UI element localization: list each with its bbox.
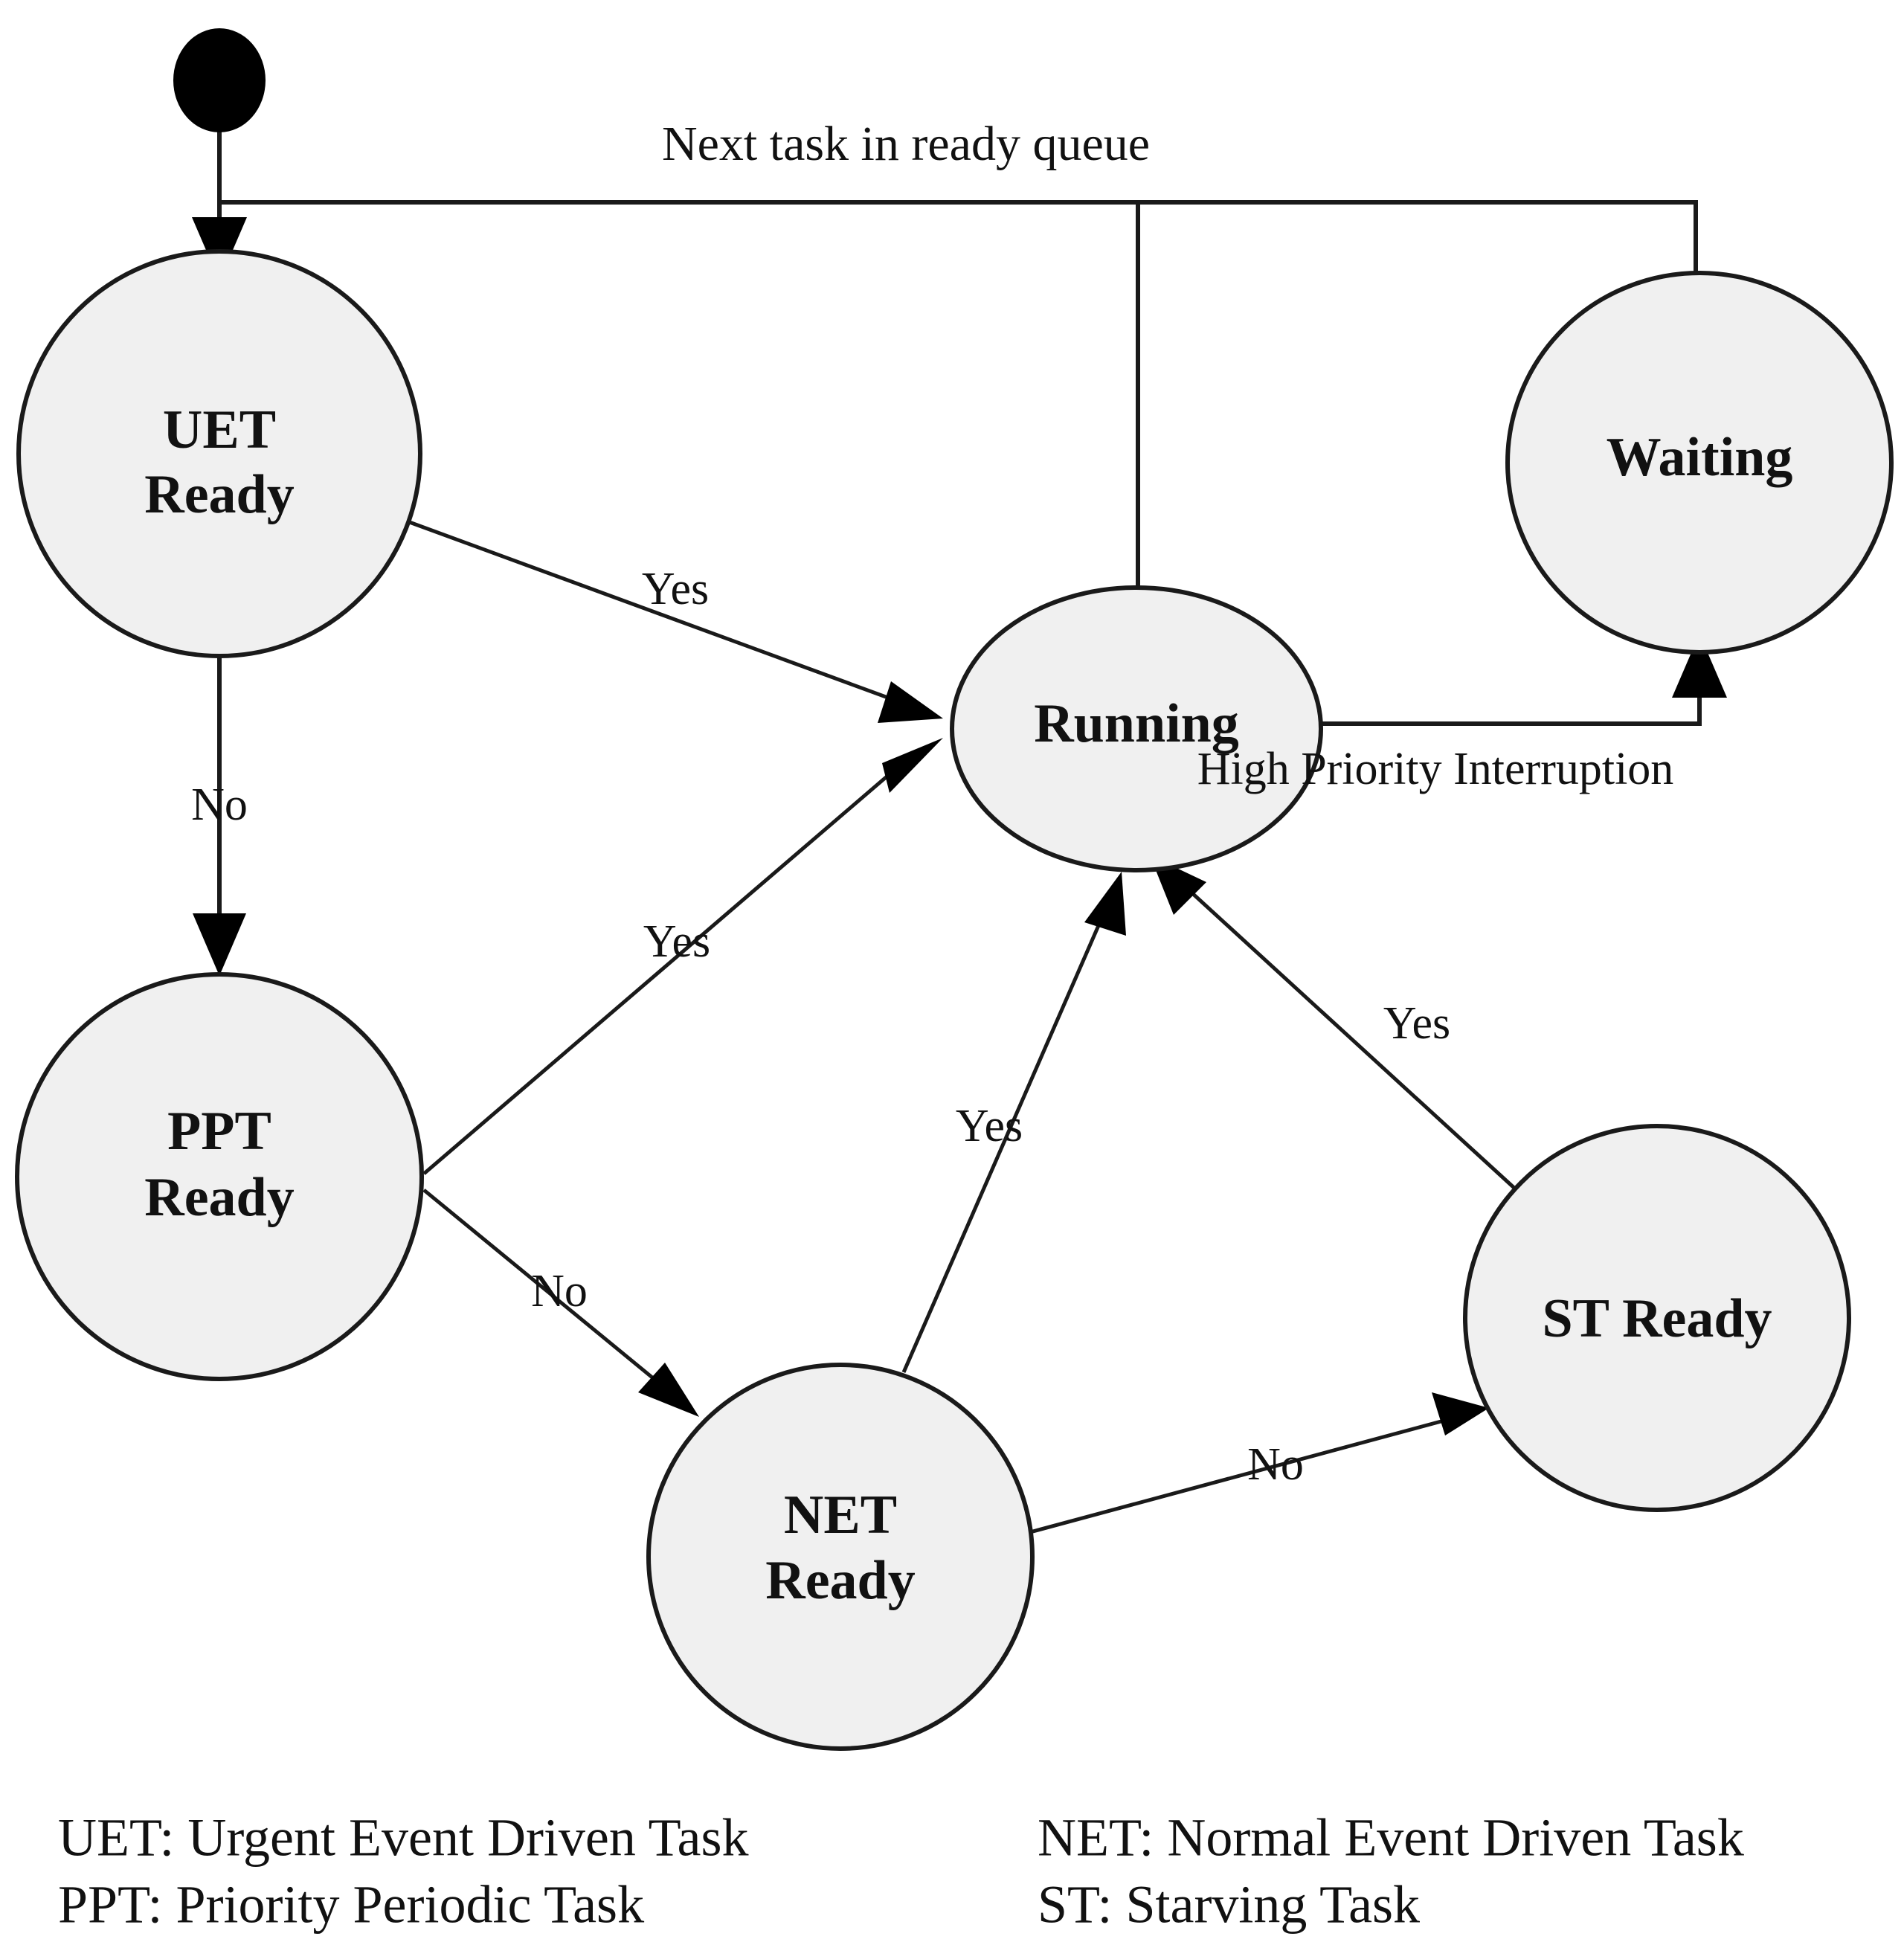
arrow-head-uet-to-running	[878, 681, 943, 723]
net-ready-ellipse	[646, 1363, 1035, 1751]
node-ppt-ready[interactable]: PPT Ready	[15, 972, 424, 1381]
st-ready-label: ST Ready	[1542, 1288, 1772, 1349]
arrow-head-net-to-running	[1084, 872, 1126, 936]
legend-item-ppt: PPT: Priority Periodic Task	[58, 1875, 644, 1935]
arrow-head-running-to-waiting	[1672, 634, 1727, 698]
edge-label-st-to-running-yes: Yes	[1383, 998, 1450, 1049]
net-ready-label-line2: Ready	[765, 1550, 915, 1611]
waiting-label: Waiting	[1606, 427, 1793, 488]
edge-line-net-to-running	[901, 899, 1112, 1373]
arrow-head-ppt-to-running	[882, 738, 943, 793]
edge-line-running-to-waiting	[1322, 673, 1702, 726]
edge-line-uet-to-running	[405, 518, 917, 710]
edge-line-st-to-running	[1172, 875, 1526, 1199]
edge-st-to-running	[1150, 855, 1526, 1199]
node-net-ready[interactable]: NET Ready	[646, 1363, 1035, 1751]
edge-net-to-running	[901, 872, 1126, 1373]
edge-running-to-uet-queue	[219, 200, 1698, 588]
node-st-ready[interactable]: ST Ready	[1463, 1124, 1851, 1512]
edge-label-ppt-to-net-no: No	[531, 1266, 588, 1316]
start-state-dot	[173, 28, 266, 132]
ppt-ready-ellipse	[15, 972, 424, 1381]
edge-line-ppt-to-running	[422, 750, 918, 1175]
arrow-head-net-to-st	[1432, 1392, 1489, 1435]
uet-ready-label-line1: UET	[163, 399, 276, 460]
edge-running-to-waiting	[1322, 634, 1727, 726]
net-ready-label-line1: NET	[784, 1485, 897, 1546]
st-ready-ellipse	[1463, 1124, 1851, 1512]
legend-item-uet: UET: Urgent Event Driven Task	[58, 1808, 749, 1868]
arrow-head-uet-to-ppt	[193, 913, 246, 976]
edge-uet-to-ppt	[193, 655, 246, 976]
edge-uet-to-running	[405, 518, 943, 723]
node-running[interactable]: Running	[950, 585, 1323, 872]
node-start[interactable]	[173, 28, 266, 132]
waiting-ellipse	[1505, 271, 1894, 655]
edge-label-net-to-running-yes: Yes	[956, 1101, 1023, 1151]
running-ellipse	[950, 585, 1323, 872]
edge-line-ppt-to-net	[422, 1189, 675, 1396]
node-uet-ready[interactable]: UET Ready	[16, 249, 422, 658]
edge-label-uet-to-ppt-no: No	[191, 779, 248, 830]
edge-label-net-to-st-no: No	[1247, 1439, 1304, 1490]
edge-ppt-to-net	[422, 1189, 699, 1417]
edge-label-high-priority-interruption: High Priority Interruption	[1197, 744, 1674, 794]
node-waiting[interactable]: Waiting	[1505, 271, 1894, 655]
ppt-ready-label-line2: Ready	[144, 1167, 294, 1228]
uet-ready-label-line2: Ready	[144, 464, 294, 525]
legend: UET: Urgent Event Driven Task PPT: Prior…	[58, 1808, 1744, 1935]
running-label: Running	[1034, 693, 1239, 754]
edge-label-next-task-in-ready-queue: Next task in ready queue	[662, 117, 1150, 171]
arrow-head-ppt-to-net	[638, 1363, 699, 1417]
legend-item-net: NET: Normal Event Driven Task	[1038, 1808, 1744, 1868]
uet-ready-ellipse	[16, 249, 422, 658]
ppt-ready-label-line1: PPT	[167, 1101, 271, 1162]
edge-label-uet-to-running-yes: Yes	[642, 564, 709, 614]
edge-line-ready-queue-right	[1138, 200, 1698, 275]
edge-label-ppt-to-running-yes: Yes	[643, 916, 710, 967]
edge-net-to-st	[1029, 1392, 1489, 1534]
legend-item-st: ST: Starving Task	[1038, 1875, 1420, 1935]
edge-line-net-to-st	[1029, 1415, 1458, 1534]
edge-ppt-to-running	[422, 738, 943, 1175]
